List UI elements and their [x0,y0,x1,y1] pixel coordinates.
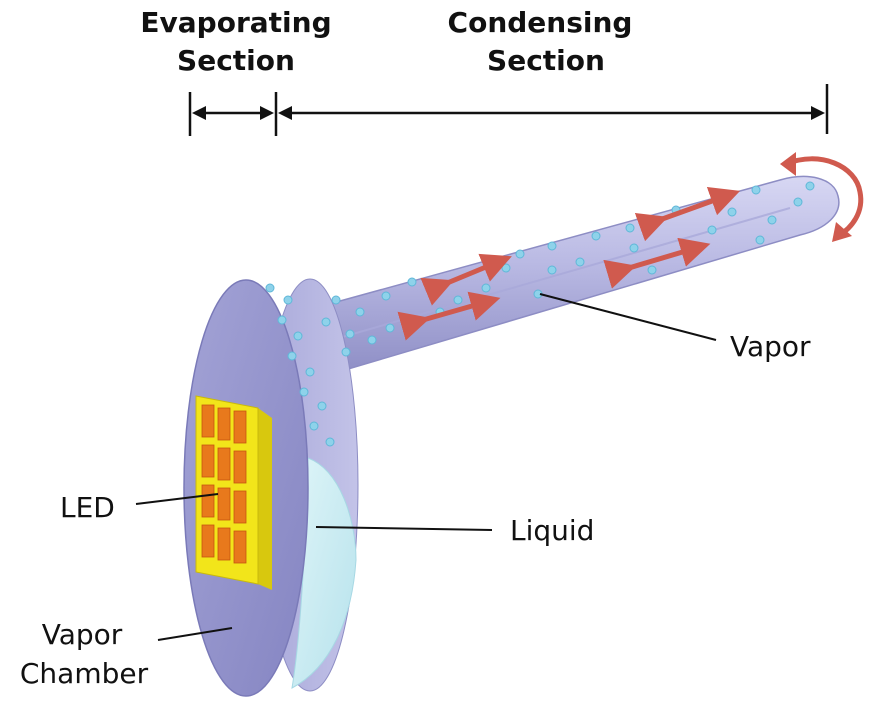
flow-arrows [397,186,741,341]
vapor-label: Vapor [730,330,811,363]
return-arrow [780,152,864,242]
liquid-label: Liquid [510,514,594,547]
leader-lines [135,293,717,641]
led-array [195,395,272,590]
evaporating-section-label: Evaporating [140,6,331,39]
vapor-chamber-label-2: Chamber [20,657,149,690]
dimension-arrows [188,84,829,136]
evaporating-section-label-2: Section [177,44,295,77]
condensing-section-label: Condensing [448,6,633,39]
vapor-chamber-label: Vapor [42,618,123,651]
condensing-section-label-2: Section [487,44,605,77]
led-label: LED [60,491,115,524]
